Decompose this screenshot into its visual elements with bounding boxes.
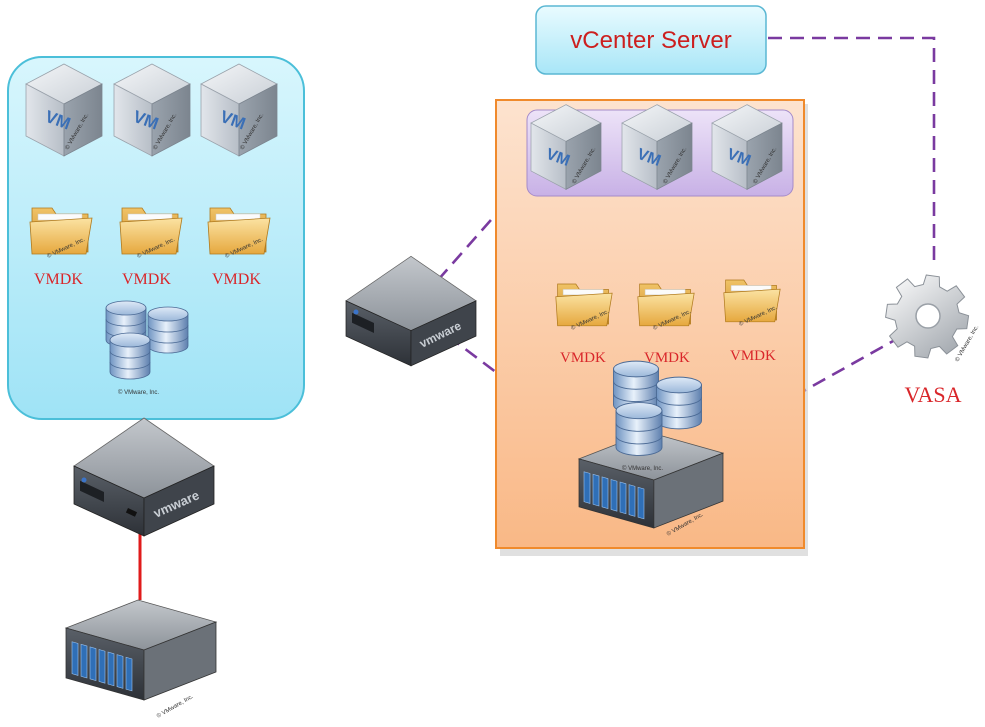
left-vmdk-label-3: VMDK <box>212 271 261 288</box>
vcenter-server-label: vCenter Server <box>570 27 731 54</box>
left-vmdk-label-2: VMDK <box>122 271 171 288</box>
left-vm-2[interactable]: VM © VMware, Inc. <box>113 63 191 157</box>
vasa-label: VASA <box>904 382 961 407</box>
right-storage-group: VM © VMware, Inc. VM © VMware, Inc. VM ©… <box>495 99 808 556</box>
right-vm-3[interactable]: VM © VMware, Inc. <box>711 104 783 190</box>
middle-host-server[interactable]: vmware <box>345 255 477 367</box>
left-vm-1[interactable]: VM © VMware, Inc. <box>25 63 103 157</box>
left-datastore-copyright: © VMware, Inc. <box>118 389 159 396</box>
vasa-provider[interactable]: © VMware, Inc. VASA <box>881 270 981 407</box>
vasa-copyright: © VMware, Inc. <box>954 324 981 363</box>
right-vmdk-label-1: VMDK <box>560 350 606 366</box>
left-storage-array[interactable]: © VMware, Inc. <box>65 599 217 720</box>
left-storage-group: VM © VMware, Inc. VM © VMware, Inc. VM ©… <box>7 56 305 420</box>
left-folder-1-icon: © VMware, Inc. <box>29 207 93 260</box>
right-vm-1[interactable]: VM © VMware, Inc. <box>530 104 602 190</box>
left-vm-3[interactable]: VM © VMware, Inc. <box>200 63 278 157</box>
left-vmdk-label-1: VMDK <box>34 271 83 288</box>
left-host-server[interactable]: vmware <box>73 417 215 537</box>
left-storage-copyright: © VMware, Inc. <box>156 693 195 720</box>
left-folder-2-icon: © VMware, Inc. <box>119 207 183 260</box>
right-datastore-icon: © VMware, Inc. <box>613 360 702 472</box>
right-vmdk-label-3: VMDK <box>730 348 776 364</box>
right-vmdk-label-2: VMDK <box>644 350 690 366</box>
left-folder-3-icon: © VMware, Inc. <box>207 207 271 260</box>
right-vm-2[interactable]: VM © VMware, Inc. <box>621 104 693 190</box>
vcenter-server[interactable]: vCenter Server <box>535 5 767 75</box>
right-datastore-copyright: © VMware, Inc. <box>622 465 663 472</box>
gear-icon: © VMware, Inc. <box>885 274 981 363</box>
right-folder-2-icon: © VMware, Inc. <box>637 283 695 332</box>
link-vcenter-vasa <box>768 36 936 268</box>
right-folder-3-icon: © VMware, Inc. <box>723 279 781 328</box>
right-folder-1-icon: © VMware, Inc. <box>555 283 613 332</box>
left-datastore-icon: © VMware, Inc. <box>105 300 189 396</box>
